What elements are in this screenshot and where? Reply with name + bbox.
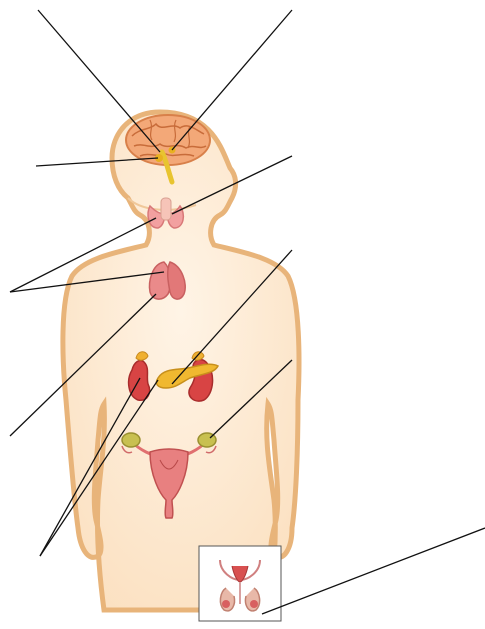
testes-inset: [199, 546, 281, 621]
ovary-left: [122, 433, 140, 447]
leader-line-testes: [262, 528, 485, 614]
brain: [126, 115, 210, 165]
body-silhouette: [63, 112, 299, 610]
leader-line-brain: [172, 10, 292, 150]
leader-line-pineal: [38, 10, 160, 152]
